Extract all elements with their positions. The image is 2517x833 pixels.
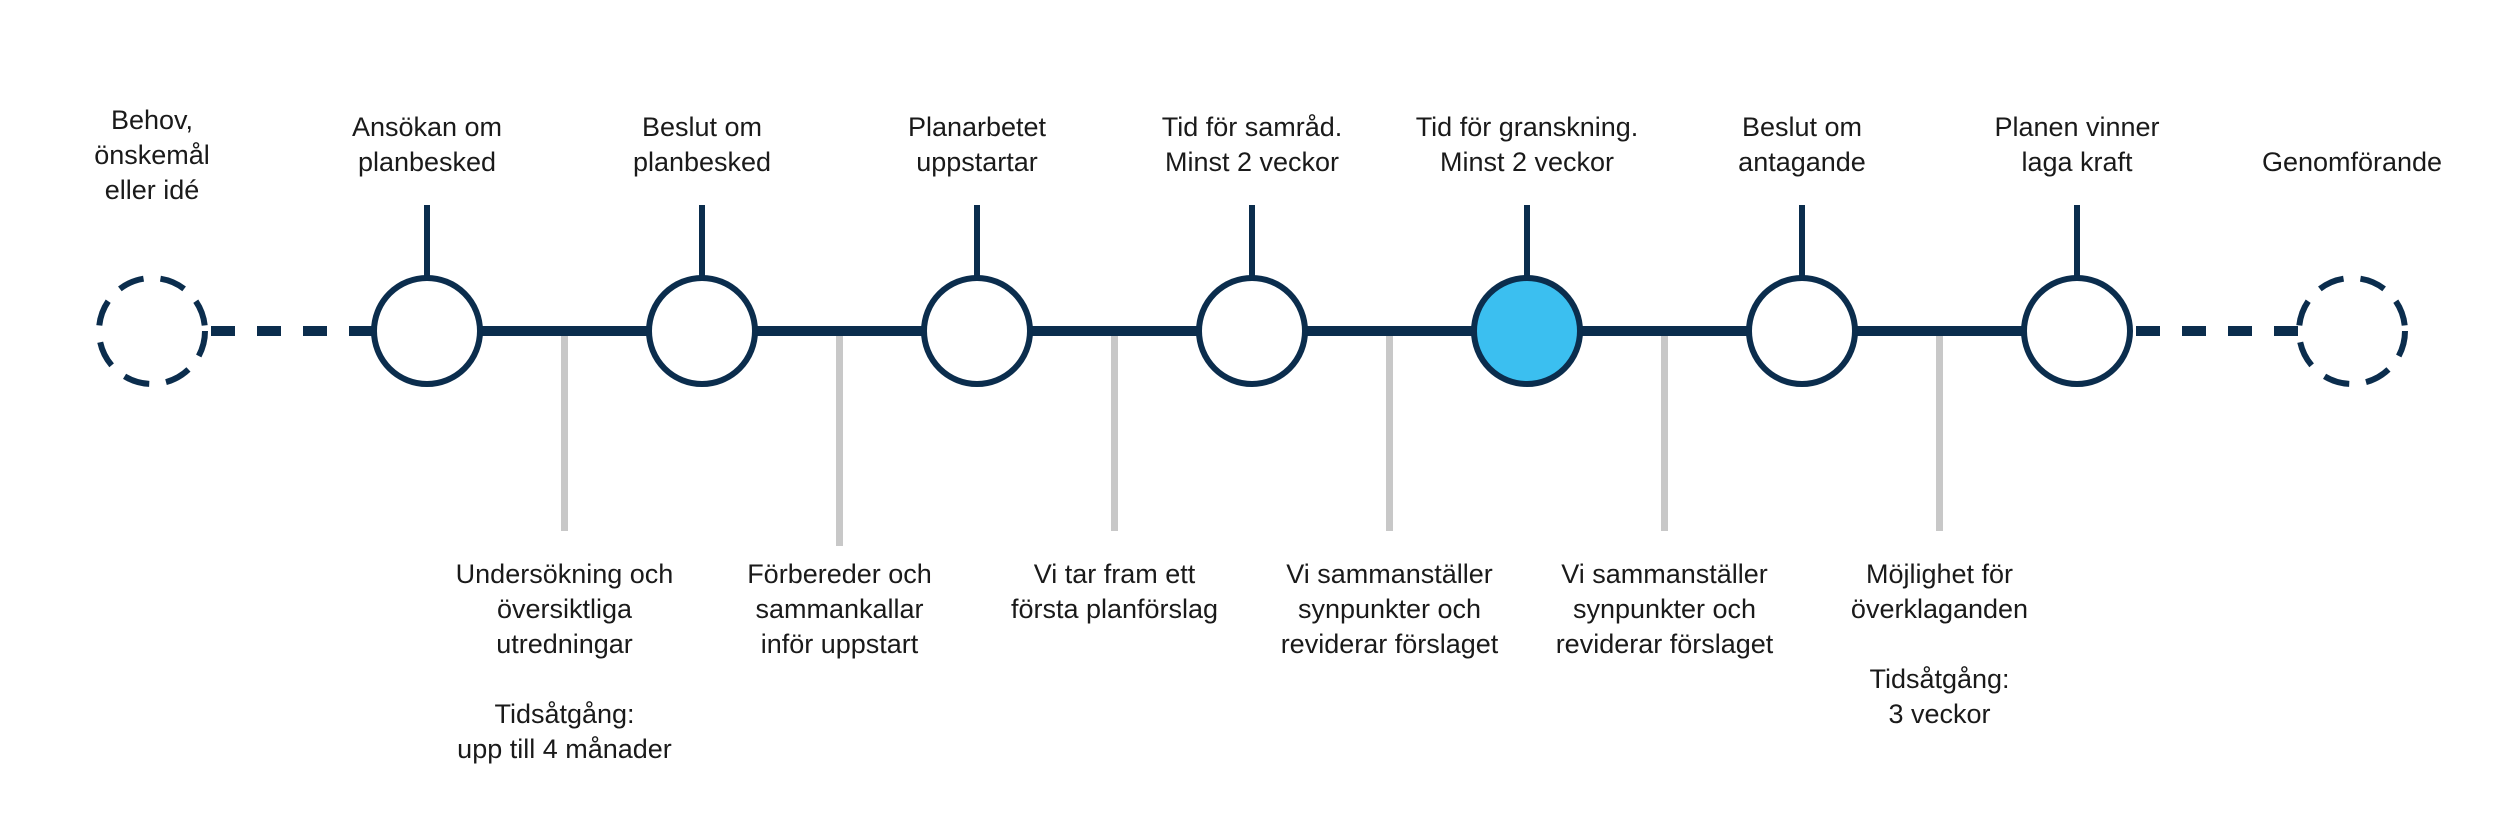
milestone-label-line: Ansökan om [351,112,503,142]
step-label-line: Vi tar fram ett [1033,559,1196,589]
milestone-label-line: Minst 2 veckor [1439,147,1615,177]
step-label-line: första planförslag [1010,594,1219,624]
step-label-line: utredningar [496,629,633,659]
spacer [1780,627,2100,662]
milestone-circle [1746,275,1858,387]
step-label-line: Förbereder och [747,559,932,589]
step-label-line: Tidsåtgång: [494,699,635,729]
milestone-circle [921,275,1033,387]
step-label-line: Tidsåtgång: [1869,664,2010,694]
milestone-circle [371,275,483,387]
step-label-line: synpunkter och [1297,594,1482,624]
step-label-line: synpunkter och [1572,594,1757,624]
milestone-label-line: uppstartar [916,147,1038,177]
milestone-circle [646,275,758,387]
milestone-label-consultation: Tid för samråd. Minst 2 veckor [1092,110,1412,180]
step-label-compile-1: Vi sammanställer synpunkter och reviderar … [1230,557,1550,662]
step-label-line: översiktliga [496,594,633,624]
step-label-line: reviderar förslaget [1555,629,1774,659]
step-label-line: inför uppstart [760,629,919,659]
spacer [405,662,725,697]
milestone-label-line: Tid för samråd. [1161,112,1343,142]
milestone-label-legal-force: Planen vinner laga kraft [1917,110,2237,180]
milestone-label-line: Genomförande [2261,147,2443,177]
milestone-label-line: Minst 2 veckor [1164,147,1340,177]
milestone-circle-dashed [96,275,208,387]
milestone-label-line: Tid för granskning. [1415,112,1639,142]
milestone-label-line: Planarbetet [907,112,1047,142]
step-label-line: Undersökning och [455,559,674,589]
milestone-circle-dashed [2296,275,2408,387]
milestone-circle [1196,275,1308,387]
step-label-line: Vi sammanställer [1286,559,1493,589]
milestone-label-planning-start: Planarbetet uppstartar [817,110,1137,180]
step-label-line: reviderar förslaget [1280,629,1499,659]
milestone-label-line: önskemål [94,140,210,170]
milestone-label-adoption: Beslut om antagande [1642,110,1962,180]
milestone-label-line: Behov, [110,105,194,135]
step-label-line: sammankallar [755,594,924,624]
milestone-label-line: antagande [1738,147,1866,177]
milestone-circle [2021,275,2133,387]
step-label-preparation: Förbereder och sammankallar inför uppstart [680,557,1000,662]
step-label-line: Möjlighet för [1865,559,2014,589]
step-label-first-proposal: Vi tar fram ett första planförslag [955,557,1275,627]
milestone-label-implementation: Genomförande [2192,145,2512,180]
step-label-line: 3 veckor [1888,699,1991,729]
step-label-line: upp till 4 månader [457,734,672,764]
milestone-label-line: eller idé [104,175,200,205]
milestone-label-line: planbesked [632,147,772,177]
milestone-label-line: Beslut om [641,112,763,142]
milestone-circle-active [1471,275,1583,387]
step-label-line: Vi sammanställer [1561,559,1768,589]
milestone-label-review: Tid för granskning. Minst 2 veckor [1367,110,1687,180]
milestone-label-need: Behov, önskemål eller idé [0,103,312,208]
step-label-line: överklaganden [1850,594,2029,624]
milestone-label-line: Beslut om [1741,112,1863,142]
milestone-label-line: planbesked [357,147,497,177]
milestone-label-decision-planbesked: Beslut om planbesked [542,110,862,180]
milestone-label-line: Planen vinner [1994,112,2160,142]
milestone-label-line: laga kraft [2021,147,2133,177]
step-label-compile-2: Vi sammanställer synpunkter och reviderar … [1505,557,1825,662]
milestone-label-application: Ansökan om planbesked [267,110,587,180]
